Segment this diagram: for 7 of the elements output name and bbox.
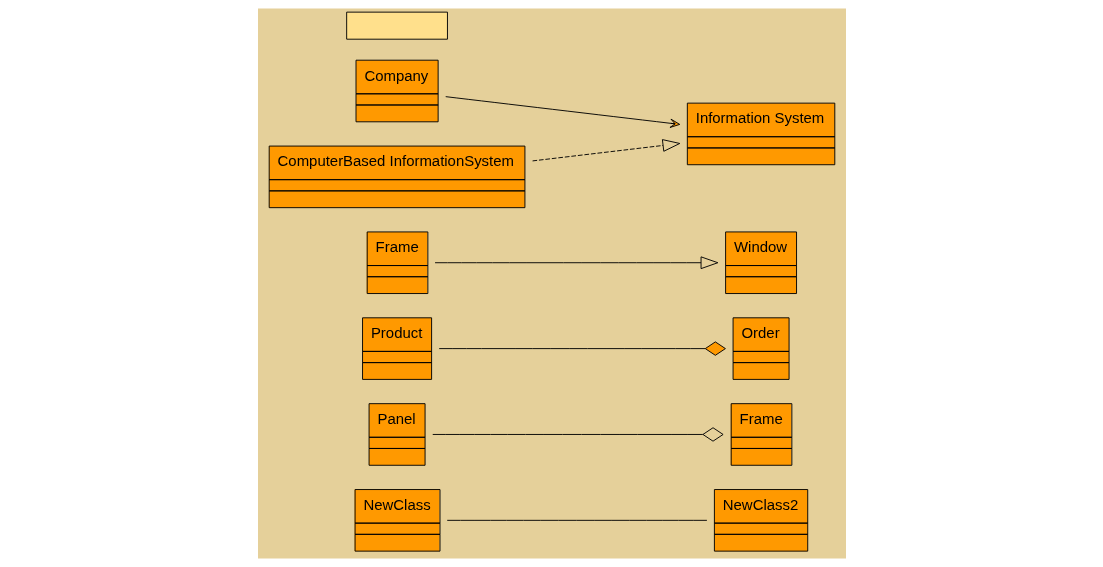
connector	[438, 341, 726, 356]
connector	[431, 427, 724, 442]
connector	[446, 519, 707, 521]
arrow	[531, 139, 680, 162]
node-box	[345, 11, 448, 40]
arrow	[444, 96, 680, 128]
arrow	[434, 256, 718, 270]
